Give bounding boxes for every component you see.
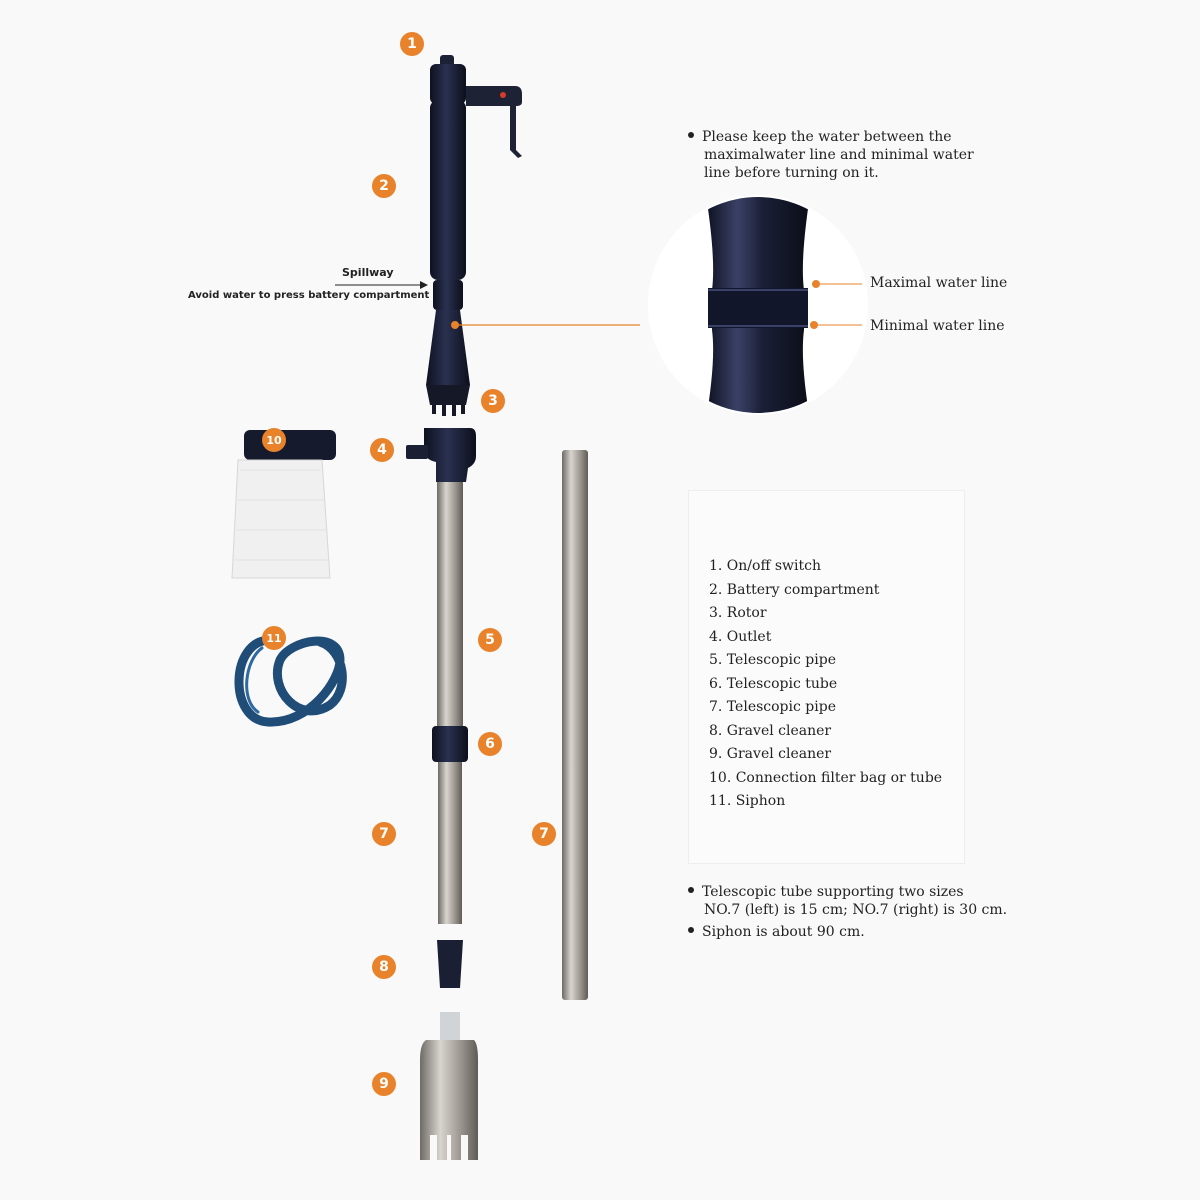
siphon-hose xyxy=(239,640,342,722)
badge-3: 3 xyxy=(481,389,505,413)
minimal-water-line-label: Minimal water line xyxy=(870,318,1005,334)
legend-item: 8. Gravel cleaner xyxy=(709,720,942,744)
siphon-length-note: Siphon is about 90 cm. xyxy=(702,924,865,940)
tube-size-note-line-1: Telescopic tube supporting two sizes xyxy=(702,884,964,900)
spillway-note: Avoid water to press battery compartment xyxy=(188,290,429,301)
legend-item: 9. Gravel cleaner xyxy=(709,743,942,767)
badge-4: 4 xyxy=(370,438,394,462)
water-level-note-line-3: line before turning on it. xyxy=(688,164,974,182)
parts-legend: 1. On/off switch 2. Battery compartment … xyxy=(688,490,965,864)
badge-2: 2 xyxy=(372,174,396,198)
badge-7-right: 7 xyxy=(532,822,556,846)
badge-8: 8 xyxy=(372,955,396,979)
legend-item: 4. Outlet xyxy=(709,626,942,650)
tube-size-note-line-2: NO.7 (left) is 15 cm; NO.7 (right) is 30… xyxy=(688,901,1007,919)
badge-11: 11 xyxy=(262,626,286,650)
badge-7-left: 7 xyxy=(372,822,396,846)
filter-bag xyxy=(232,430,336,578)
water-line-zoom xyxy=(640,190,880,430)
maximal-water-line-label: Maximal water line xyxy=(870,275,1007,291)
legend-item: 3. Rotor xyxy=(709,602,942,626)
legend-item: 6. Telescopic tube xyxy=(709,673,942,697)
badge-6: 6 xyxy=(478,732,502,756)
tube-size-note: Telescopic tube supporting two sizes NO.… xyxy=(688,883,1007,941)
legend-item: 7. Telescopic pipe xyxy=(709,696,942,720)
legend-item: 1. On/off switch xyxy=(709,555,942,579)
badge-5: 5 xyxy=(478,628,502,652)
water-level-note-line-1: Please keep the water between the xyxy=(702,129,952,145)
legend-item: 11. Siphon xyxy=(709,790,942,814)
spillway-label: Spillway xyxy=(342,266,394,279)
badge-10: 10 xyxy=(262,428,286,452)
parts-legend-list: 1. On/off switch 2. Battery compartment … xyxy=(709,555,942,814)
right-pipe xyxy=(562,450,588,1000)
pump-unit xyxy=(426,55,522,416)
badge-1: 1 xyxy=(400,32,424,56)
legend-item: 2. Battery compartment xyxy=(709,579,942,603)
left-pipe-assembly xyxy=(406,428,478,1160)
water-level-note-line-2: maximalwater line and minimal water xyxy=(688,146,974,164)
badge-9: 9 xyxy=(372,1072,396,1096)
legend-item: 10. Connection filter bag or tube xyxy=(709,767,942,791)
water-level-note: Please keep the water between the maxima… xyxy=(688,128,974,182)
legend-item: 5. Telescopic pipe xyxy=(709,649,942,673)
